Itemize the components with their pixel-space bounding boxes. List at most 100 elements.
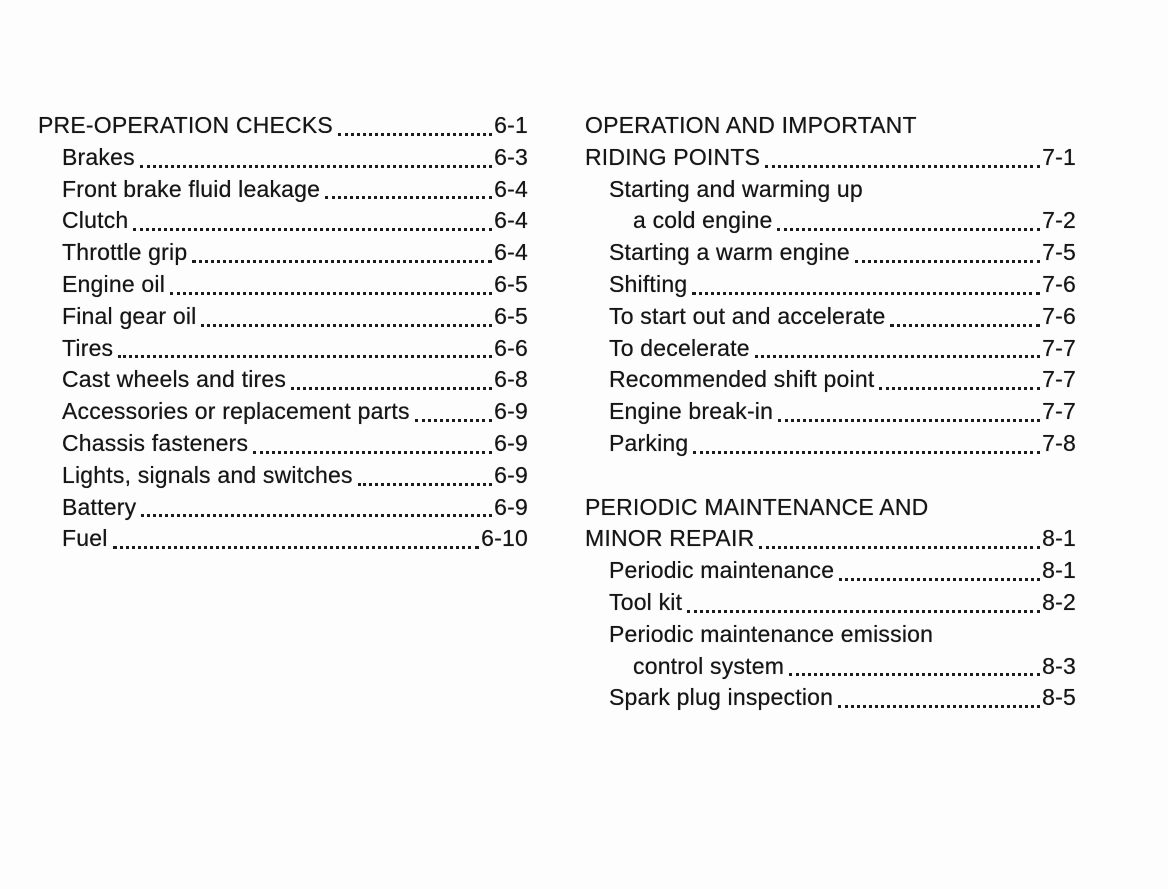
toc-entry-label: Cast wheels and tires <box>62 366 287 393</box>
toc-entry-page-number: 8-1 <box>1042 557 1076 584</box>
toc-entry-page-number: 7-7 <box>1042 334 1076 361</box>
toc-entry-label: To decelerate <box>609 334 750 361</box>
dot-leader <box>765 164 1041 168</box>
toc-entry-page-number: 6-9 <box>494 429 528 456</box>
toc-entry-label: Engine oil <box>62 270 166 297</box>
dot-leader <box>414 418 493 422</box>
toc-entry: Lights, signals and switches 6-9 <box>38 460 528 492</box>
dot-leader <box>118 355 493 359</box>
toc-entry: Tool kit 8-2 <box>585 587 1076 619</box>
toc-entry-page-number: 7-8 <box>1042 429 1076 456</box>
toc-entry-label: Recommended shift point <box>609 366 875 393</box>
dot-leader <box>291 387 493 391</box>
toc-entry-page-number: 8-2 <box>1042 588 1076 615</box>
toc-entry-label: Periodic maintenance emission <box>609 620 934 647</box>
toc-entry-label: Front brake fluid leakage <box>62 175 321 202</box>
dot-leader <box>133 228 493 232</box>
toc-entry: PRE-OPERATION CHECKS 6-1 <box>38 110 528 142</box>
dot-leader <box>139 164 493 168</box>
toc-entry: Throttle grip 6-4 <box>38 237 528 269</box>
toc-entry-label: Battery <box>62 493 137 520</box>
dot-leader <box>170 291 493 295</box>
toc-entry-label: Throttle grip <box>62 239 188 266</box>
toc-entry: Brakes 6-3 <box>38 142 528 174</box>
toc-entry-label: Final gear oil <box>62 302 197 329</box>
toc-entry: Accessories or replacement parts 6-9 <box>38 396 528 428</box>
dot-leader <box>192 259 493 263</box>
toc-entry-label: Accessories or replacement parts <box>62 398 410 425</box>
toc-entry-label: To start out and accelerate <box>609 302 886 329</box>
toc-entry-label: Fuel <box>62 525 108 552</box>
toc-entry: Chassis fasteners 6-9 <box>38 428 528 460</box>
toc-section-title: PRE-OPERATION CHECKS <box>38 112 333 138</box>
dot-leader <box>789 673 1041 677</box>
toc-entry: Shifting 7-6 <box>585 269 1076 301</box>
toc-entry-page-number: 6-5 <box>494 270 528 297</box>
dot-leader <box>854 259 1041 263</box>
toc-entry-label: Tool kit <box>609 588 683 615</box>
dot-leader <box>838 705 1041 709</box>
toc-section-title: RIDING POINTS <box>585 143 761 170</box>
toc-entry-page-number: 6-4 <box>494 175 528 202</box>
toc-entry: Parking 7-8 <box>585 428 1076 460</box>
toc-entry: MINOR REPAIR 8-1 <box>585 523 1076 555</box>
toc-spacer <box>585 460 1076 492</box>
toc-entry: Periodic maintenance 8-1 <box>585 555 1076 587</box>
toc-entry-page-number: 6-9 <box>494 461 528 488</box>
toc-entry: Engine oil 6-5 <box>38 269 528 301</box>
dot-leader <box>357 482 493 486</box>
toc-entry-label: Brakes <box>62 143 135 170</box>
toc-entry-label: Chassis fasteners <box>62 429 249 456</box>
toc-entry: To decelerate 7-7 <box>585 333 1076 365</box>
toc-entry-label: Parking <box>609 429 689 456</box>
toc-entry-page-number: 6-9 <box>494 398 528 425</box>
toc-entry-label: a cold engine <box>633 207 773 234</box>
toc-entry: Front brake fluid leakage 6-4 <box>38 174 528 206</box>
toc-entry: OPERATION AND IMPORTANT <box>585 110 1076 142</box>
toc-entry-page-number: 6-9 <box>494 493 528 520</box>
dot-leader <box>754 355 1041 359</box>
toc-entry-label: control system <box>633 652 785 679</box>
dot-leader <box>112 546 480 550</box>
toc-entry-page-number: 7-2 <box>1042 207 1076 234</box>
toc-entry-page-number: 7-7 <box>1042 366 1076 393</box>
dot-leader <box>879 387 1041 391</box>
toc-entry-page-number: 8-1 <box>1042 525 1076 552</box>
toc-entry-label: Lights, signals and switches <box>62 461 353 488</box>
toc-entry-page-number: 6-1 <box>494 112 528 138</box>
toc-entry-page-number: 6-4 <box>494 239 528 266</box>
dot-leader <box>890 323 1041 327</box>
dot-leader <box>337 132 493 136</box>
toc-entry: a cold engine 7-2 <box>585 205 1076 237</box>
dot-leader <box>777 228 1041 232</box>
dot-leader <box>778 418 1041 422</box>
toc-entry-label: Periodic maintenance <box>609 557 835 584</box>
toc-entry: Battery 6-9 <box>38 492 528 524</box>
toc-entry-page-number: 6-3 <box>494 143 528 170</box>
toc-entry: Starting and warming up <box>585 174 1076 206</box>
dot-leader <box>839 577 1041 581</box>
toc-entry-page-number: 7-6 <box>1042 270 1076 297</box>
toc-entry-label: Shifting <box>609 270 688 297</box>
toc-section-title: OPERATION AND IMPORTANT <box>585 112 917 138</box>
dot-leader <box>201 323 493 327</box>
toc-section-title: MINOR REPAIR <box>585 525 755 552</box>
dot-leader <box>692 291 1041 295</box>
toc-entry: Fuel 6-10 <box>38 523 528 555</box>
toc-entry-page-number: 6-10 <box>481 525 528 552</box>
toc-entry-page-number: 8-5 <box>1042 684 1076 711</box>
toc-entry-page-number: 6-6 <box>494 334 528 361</box>
toc-entry: Recommended shift point 7-7 <box>585 364 1076 396</box>
dot-leader <box>759 546 1041 550</box>
